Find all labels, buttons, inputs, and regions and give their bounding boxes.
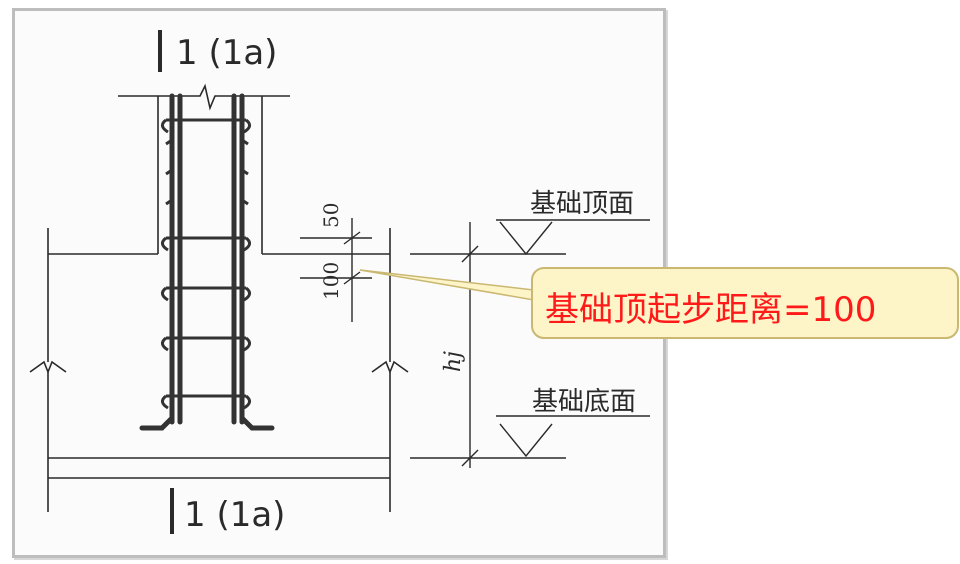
stirrups bbox=[161, 118, 251, 410]
foundation-bottom-label: 基础底面 bbox=[532, 387, 636, 417]
spacing-dimension bbox=[300, 218, 372, 322]
level-markers bbox=[496, 219, 650, 458]
dim-50-label: 50 bbox=[319, 203, 343, 228]
hj-dimension bbox=[410, 222, 566, 468]
callout-text: 基础顶起步距离=100 bbox=[545, 290, 877, 330]
section-label-top: 1 (1a) bbox=[176, 33, 277, 73]
callout-pointer bbox=[359, 269, 535, 301]
dim-100-label: 100 bbox=[319, 262, 343, 300]
callout-box bbox=[531, 267, 959, 339]
section-label-bottom: 1 (1a) bbox=[184, 495, 285, 535]
rebar-cage bbox=[139, 93, 275, 431]
hj-symbol: hj bbox=[441, 351, 466, 372]
foundation-top-label: 基础顶面 bbox=[530, 189, 634, 219]
concrete-outline bbox=[29, 83, 409, 512]
section-marks bbox=[158, 30, 174, 534]
